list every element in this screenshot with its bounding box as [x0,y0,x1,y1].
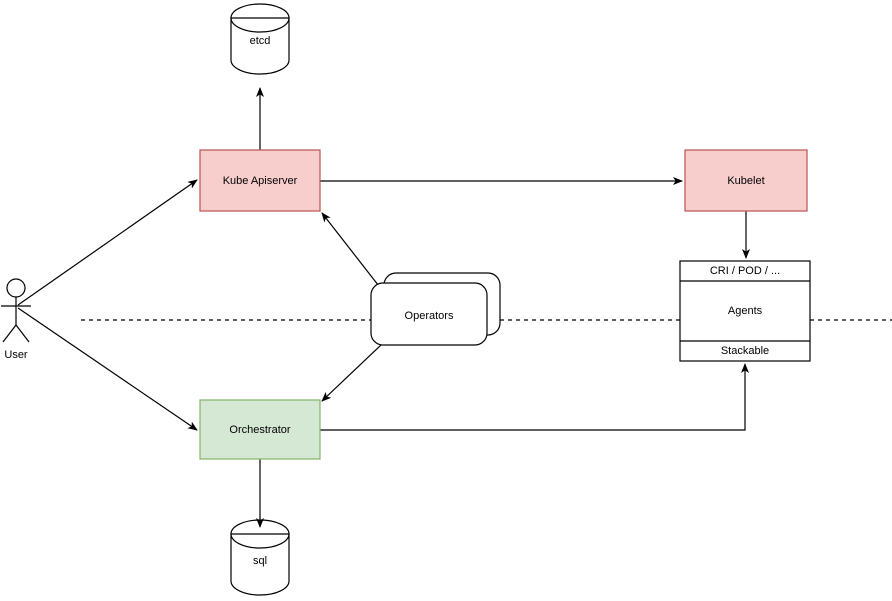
node-agents-segment-stackable-label: Stackable [721,345,769,357]
node-etcd[interactable]: etcd [230,3,290,75]
edge-user-to-apiserver [17,179,198,306]
node-etcd-label: etcd [250,35,271,47]
node-kube-apiserver[interactable]: Kube Apiserver [199,149,321,212]
node-user[interactable]: User [1,278,31,361]
node-operators[interactable]: Operators [370,272,501,346]
node-orchestrator-label: Orchestrator [229,424,290,436]
node-kube-apiserver-label: Kube Apiserver [223,175,298,187]
edge-orchestrator-to-stackable [320,363,749,431]
node-kubelet[interactable]: Kubelet [684,149,808,212]
node-operators-label: Operators [405,310,454,322]
node-agents[interactable]: CRI / POD / ... Agents Stackable [679,260,811,362]
node-agents-segment-cri-label: CRI / POD / ... [710,265,780,277]
node-user-label: User [4,349,28,361]
node-sql[interactable]: sql [230,519,290,596]
edge-operators-to-orchestrator [321,343,383,402]
node-kubelet-label: Kubelet [727,175,764,187]
edge-operators-to-apiserver [321,212,383,291]
node-sql-label: sql [253,555,267,567]
edge-user-to-orchestrator [17,307,198,431]
node-orchestrator[interactable]: Orchestrator [199,399,321,460]
node-agents-segment-agents-label: Agents [728,305,763,317]
